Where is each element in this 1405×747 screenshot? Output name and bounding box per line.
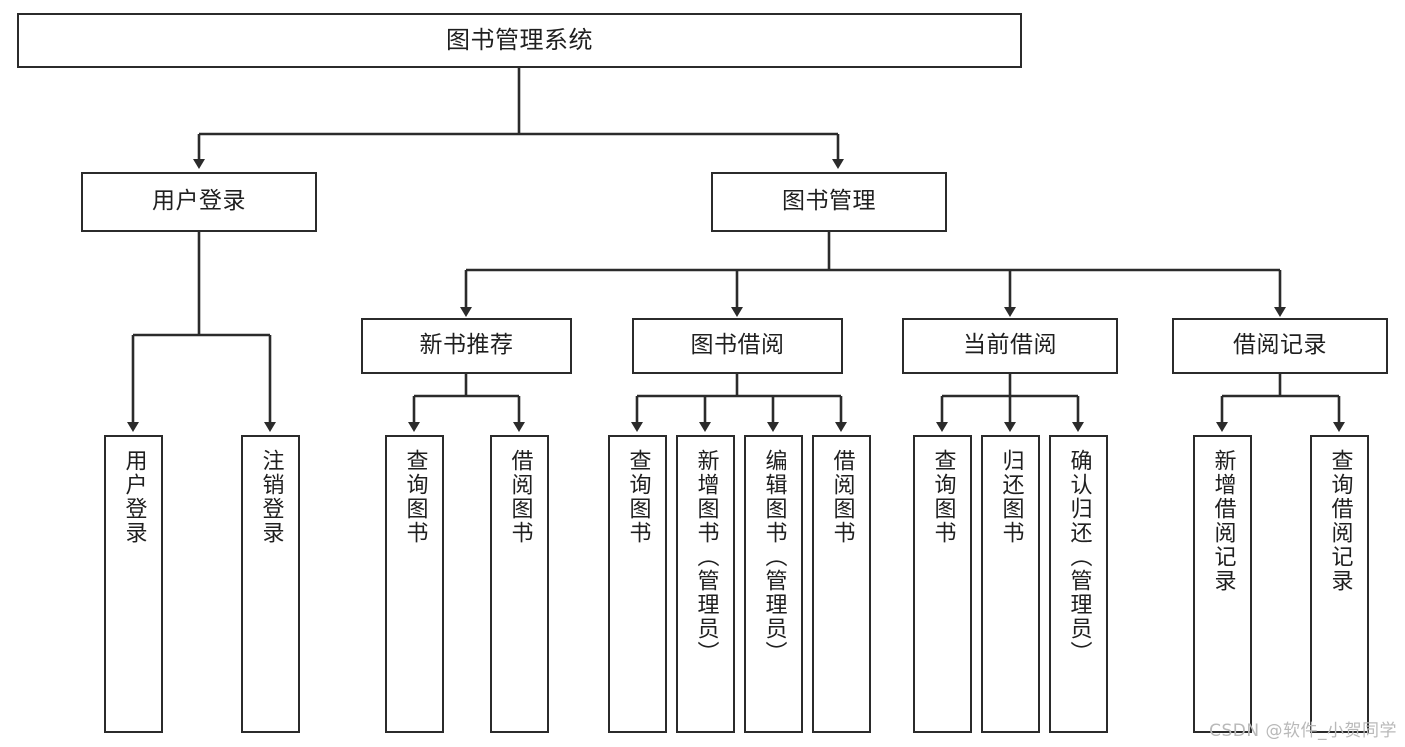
- leaf-new-book-borrow-books[interactable]: 借阅图书: [490, 435, 549, 733]
- node-label: 当前借阅: [963, 332, 1057, 359]
- node-label: 确认归还（管理员）: [1066, 449, 1092, 665]
- leaf-current-query-books[interactable]: 查询图书: [913, 435, 972, 733]
- leaf-borrow-add-book-admin[interactable]: 新增图书（管理员）: [676, 435, 735, 733]
- node-new-book-recommendation[interactable]: 新书推荐: [361, 318, 572, 374]
- leaf-new-book-query-books[interactable]: 查询图书: [385, 435, 444, 733]
- node-user-login[interactable]: 用户登录: [81, 172, 317, 232]
- leaf-user-login-login[interactable]: 用户登录: [104, 435, 163, 733]
- node-label: 编辑图书（管理员）: [761, 449, 787, 665]
- node-label: 查询图书: [402, 449, 428, 545]
- leaf-record-add-borrow-record[interactable]: 新增借阅记录: [1193, 435, 1252, 733]
- node-label: 查询图书: [625, 449, 651, 545]
- node-label: 借阅记录: [1233, 332, 1327, 359]
- node-label: 新增借阅记录: [1210, 449, 1236, 593]
- node-label: 新增图书（管理员）: [693, 449, 719, 665]
- leaf-current-confirm-return-admin[interactable]: 确认归还（管理员）: [1049, 435, 1108, 733]
- node-label: 查询借阅记录: [1327, 449, 1353, 593]
- leaf-borrow-edit-book-admin[interactable]: 编辑图书（管理员）: [744, 435, 803, 733]
- node-label: 查询图书: [930, 449, 956, 545]
- csdn-watermark: CSDN @软件_小贺同学: [1209, 721, 1397, 741]
- node-label: 借阅图书: [507, 449, 533, 545]
- node-label: 新书推荐: [419, 332, 514, 359]
- node-label: 注销登录: [258, 449, 284, 545]
- leaf-current-return-books[interactable]: 归还图书: [981, 435, 1040, 733]
- leaf-record-query-borrow-record[interactable]: 查询借阅记录: [1310, 435, 1369, 733]
- node-label: 用户登录: [152, 188, 246, 215]
- node-current-borrowing[interactable]: 当前借阅: [902, 318, 1118, 374]
- node-label: 图书管理: [782, 188, 876, 215]
- node-label: 用户登录: [121, 449, 147, 545]
- node-book-borrowing[interactable]: 图书借阅: [632, 318, 843, 374]
- leaf-borrow-query-books[interactable]: 查询图书: [608, 435, 667, 733]
- node-label: 归还图书: [998, 449, 1024, 545]
- node-borrow-records[interactable]: 借阅记录: [1172, 318, 1388, 374]
- node-book-management[interactable]: 图书管理: [711, 172, 947, 232]
- node-label: 图书借阅: [690, 332, 785, 359]
- node-root-library-management-system[interactable]: 图书管理系统: [17, 13, 1022, 68]
- node-label: 借阅图书: [829, 449, 855, 545]
- leaf-user-login-logout[interactable]: 注销登录: [241, 435, 300, 733]
- leaf-borrow-borrow-books[interactable]: 借阅图书: [812, 435, 871, 733]
- node-label: 图书管理系统: [446, 26, 593, 55]
